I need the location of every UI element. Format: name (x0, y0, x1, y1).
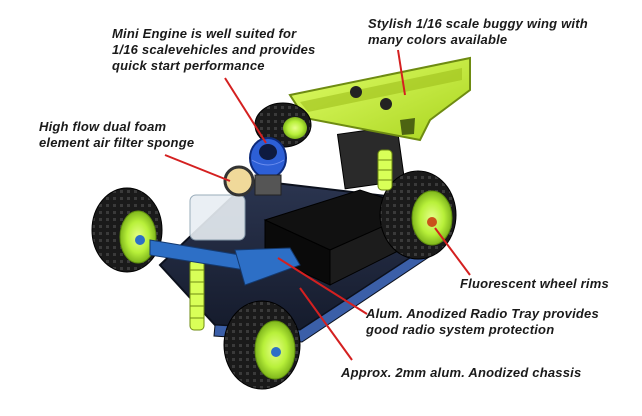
rims-callout: Fluorescent wheel rims (460, 276, 609, 292)
engine-callout-line: 1/16 scalevehicles and provides (112, 42, 316, 57)
filter-callout: High flow dual foam element air filter s… (39, 119, 194, 151)
chassis-callout-line: Approx. 2mm alum. Anodized chassis (341, 365, 582, 380)
front-shock-left (189, 259, 205, 331)
mini-engine (249, 137, 287, 196)
radio-tray (234, 247, 301, 286)
fuel-tank (189, 194, 246, 241)
wing-callout-line: Stylish 1/16 scale buggy wing with (368, 16, 588, 31)
engine-callout-line: quick start performance (112, 58, 265, 73)
air-filter (223, 165, 255, 197)
engine-callout-line: Mini Engine is well suited for (112, 26, 297, 41)
leader-engine (224, 77, 267, 144)
engine-callout: Mini Engine is well suited for 1/16 scal… (112, 26, 315, 74)
wing-callout-line: many colors available (368, 32, 508, 47)
leader-filter (164, 154, 231, 182)
filter-callout-line: element air filter sponge (39, 135, 195, 150)
leader-chassis (299, 287, 353, 361)
rims-callout-line: Fluorescent wheel rims (460, 276, 609, 291)
chassis-callout: Approx. 2mm alum. Anodized chassis (341, 365, 581, 381)
tray-callout: Alum. Anodized Radio Tray provides good … (366, 306, 599, 338)
tray-callout-line: good radio system protection (366, 322, 555, 337)
leader-rims (434, 227, 471, 276)
wing-callout: Stylish 1/16 scale buggy wing with many … (368, 16, 588, 48)
filter-callout-line: High flow dual foam (39, 119, 167, 134)
leader-tray (277, 257, 368, 315)
leader-wing (397, 49, 406, 96)
rear-shock-right (377, 149, 393, 191)
tray-callout-line: Alum. Anodized Radio Tray provides (366, 306, 599, 321)
